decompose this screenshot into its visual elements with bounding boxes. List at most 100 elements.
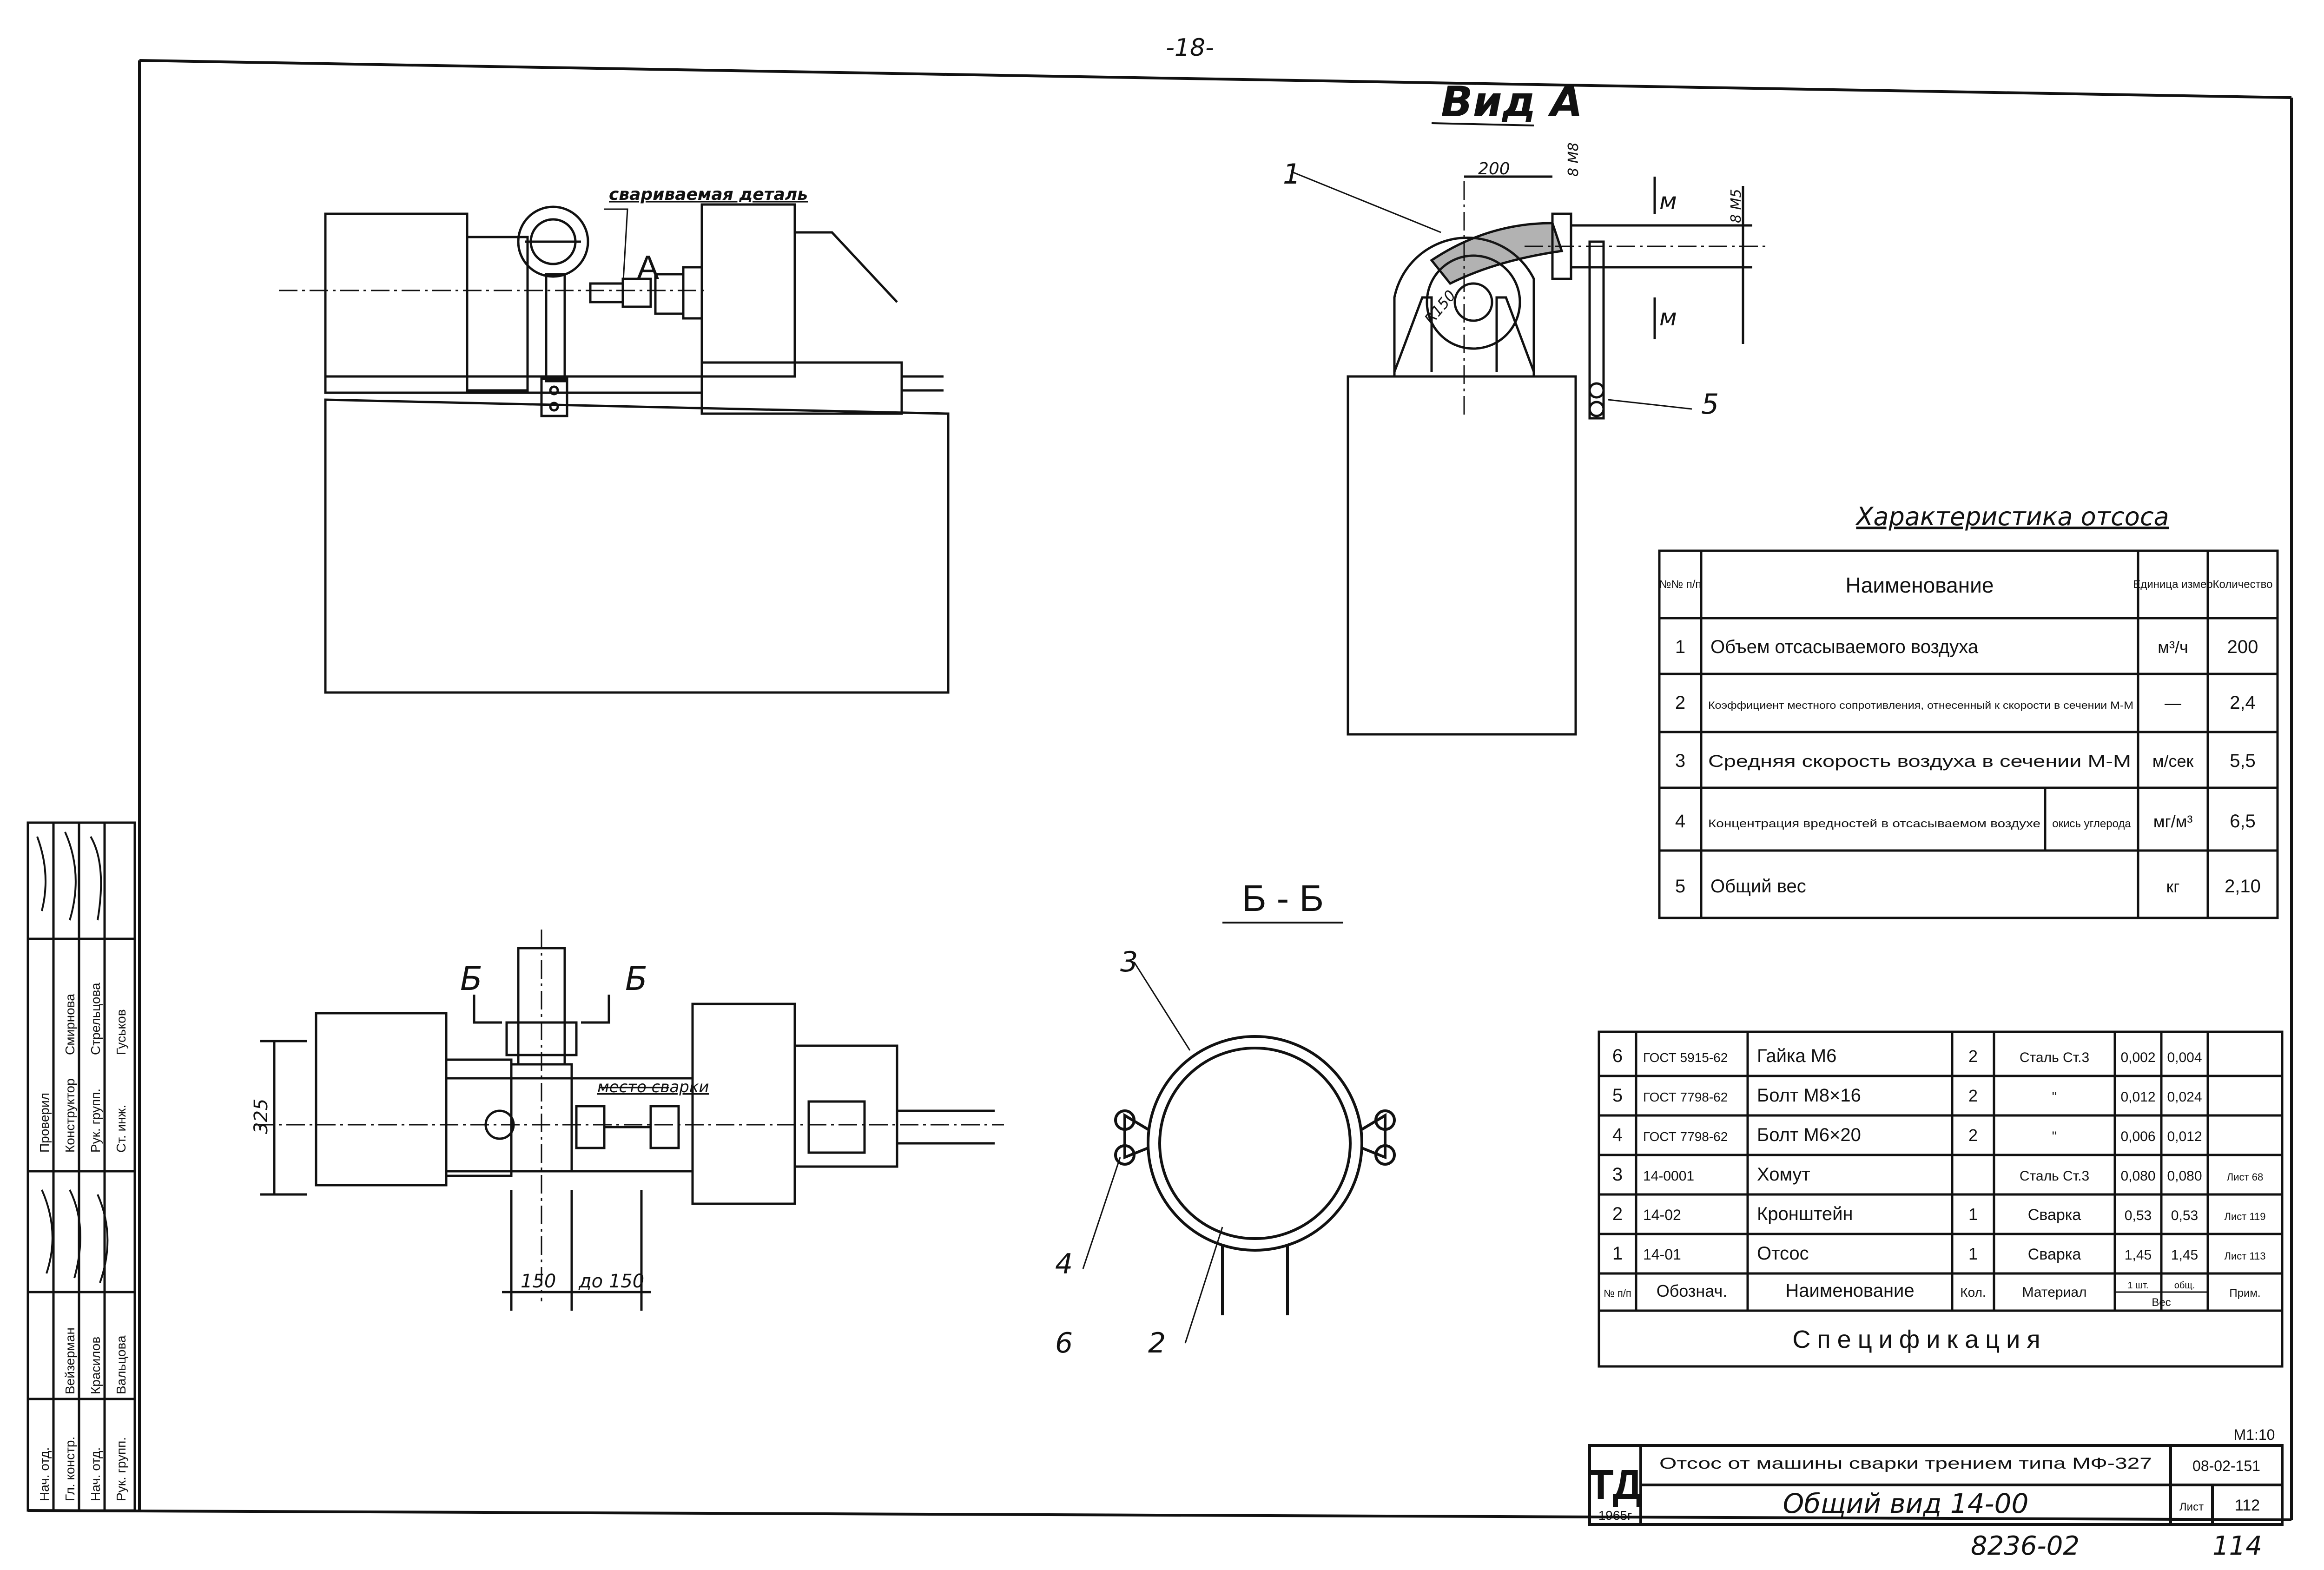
view-a-dim-200: 200	[1478, 159, 1510, 178]
char-row-unit: кг	[2166, 877, 2180, 896]
spec-row-name: Болт М6×20	[1757, 1125, 1861, 1145]
section-b-callout-4: 4	[1055, 1248, 1073, 1280]
spec-row-w2: 0,012	[2167, 1129, 2202, 1144]
spec-row-material: Сварка	[2028, 1206, 2081, 1224]
char-row-num: 4	[1675, 811, 1685, 831]
spec-row-designation: 14-0001	[1643, 1168, 1694, 1184]
spec-row-designation: ГОСТ 7798-62	[1643, 1129, 1728, 1144]
title-description: Отсос от машины сварки трением типа МФ-3…	[1659, 1455, 2152, 1472]
title-sheet-no: 112	[2235, 1497, 2260, 1514]
spec-row-material: "	[2052, 1129, 2057, 1144]
label-weld-detail: свариваемая деталь	[609, 185, 808, 204]
spec-row-name: Кронштейн	[1757, 1204, 1853, 1224]
spec-row-material: "	[2052, 1089, 2057, 1105]
spec-row-w1: 0,53	[2125, 1208, 2152, 1223]
specification-table	[1598, 1030, 2284, 1368]
char-row-name: Объем отсасываемого воздуха	[1710, 637, 1979, 657]
spec-header-pos: № п/п	[1604, 1287, 1631, 1299]
spec-row-w1: 0,002	[2120, 1050, 2155, 1065]
title-logo: ТД	[1588, 1462, 1643, 1508]
section-b-title: Б - Б	[1242, 877, 1324, 919]
plan-cut-b-right: Б	[625, 960, 647, 998]
spec-header-weight-total: общ.	[2174, 1280, 2195, 1291]
spec-header-weight: Вес	[2152, 1296, 2171, 1309]
char-row-num: 5	[1675, 876, 1685, 897]
spec-header-weight-unit: 1 шт.	[2127, 1280, 2148, 1291]
spec-row-designation: 14-01	[1643, 1246, 1681, 1263]
stamp-name-5: Красилов	[88, 1337, 103, 1394]
page-number: -18-	[1166, 34, 1214, 62]
label-view-a-arrow: А	[637, 249, 659, 286]
spec-row-w1: 1,45	[2125, 1247, 2152, 1263]
spec-row-material: Сталь Ст.3	[2020, 1050, 2089, 1065]
char-row-unit: м/сек	[2152, 752, 2194, 771]
char-row-unit: —	[2165, 693, 2181, 712]
spec-row-qty: 2	[1968, 1126, 1978, 1145]
char-header-name: Наименование	[1846, 573, 1994, 597]
title-scale: М1:10	[2234, 1426, 2275, 1443]
char-row-sub: окись углерода	[2052, 818, 2131, 830]
stamp-name-4: Вейзерман	[63, 1327, 77, 1394]
plan-cut-b-left: Б	[460, 960, 482, 998]
char-row-num: 3	[1675, 751, 1685, 771]
spec-row-pos: 6	[1612, 1046, 1623, 1066]
spec-row-qty: 1	[1968, 1205, 1978, 1224]
view-a-section-m-bottom: м	[1659, 304, 1677, 331]
title-code: 08-02-151	[2192, 1458, 2260, 1474]
spec-row-name: Отсос	[1757, 1243, 1809, 1264]
stamp-role-6: Гл. констр.	[63, 1437, 77, 1501]
spec-header-qty: Кол.	[1960, 1285, 1986, 1300]
char-row-name: Общий вес	[1710, 876, 1806, 897]
spec-row-pos: 4	[1612, 1125, 1623, 1145]
specification-title: Спецификация	[1792, 1326, 2047, 1353]
spec-header-name: Наименование	[1785, 1280, 1914, 1301]
title-drawing-name: Общий вид 14-00	[1783, 1488, 2029, 1519]
spec-header-material: Материал	[2022, 1285, 2086, 1300]
plan-dim-150-left: 150	[521, 1271, 556, 1292]
spec-row-pos: 2	[1612, 1204, 1623, 1224]
characteristics-table	[1658, 549, 2279, 919]
spec-row-pos: 3	[1612, 1164, 1623, 1185]
view-a-dim-m8: 8 M8	[1565, 142, 1582, 177]
char-row-value: 200	[2227, 637, 2258, 657]
view-a-section-m-top: м	[1659, 188, 1677, 215]
side-stamp	[26, 821, 136, 1512]
spec-row-note: Лист 113	[2225, 1250, 2266, 1262]
spec-row-designation: ГОСТ 5915-62	[1643, 1050, 1728, 1065]
char-header-num: №№ п/п	[1659, 578, 1702, 591]
char-row-value: 2,10	[2225, 876, 2261, 897]
char-row-num: 1	[1675, 637, 1685, 657]
spec-row-note: Лист 68	[2227, 1171, 2263, 1183]
view-a-dim-m5: 8 M5	[1728, 189, 1744, 223]
spec-row-material: Сварка	[2028, 1246, 2081, 1263]
plan-label-weld-place: место сварки	[597, 1078, 709, 1096]
view-a-drawing	[1292, 171, 1766, 736]
view-a-title: Вид А	[1441, 78, 1583, 126]
spec-header-note: Прим.	[2229, 1287, 2260, 1300]
char-row-num: 2	[1675, 693, 1685, 713]
spec-row-w2: 1,45	[2171, 1247, 2198, 1263]
spec-row-w2: 0,080	[2167, 1168, 2202, 1184]
section-b-drawing	[1082, 962, 1396, 1344]
char-row-value: 2,4	[2230, 693, 2256, 713]
spec-row-qty: 2	[1968, 1047, 1978, 1066]
view-a-callout-1: 1	[1283, 158, 1301, 191]
title-block	[1588, 1444, 2284, 1526]
title-sheet-label: Лист	[2179, 1501, 2204, 1513]
view-a-title-underline	[1431, 122, 1534, 126]
char-row-name: Средняя скорость воздуха в сечении М-М	[1708, 752, 2131, 771]
section-b-callout-2: 2	[1148, 1327, 1166, 1359]
spec-row-name: Хомут	[1757, 1164, 1810, 1185]
spec-row-w1: 0,006	[2120, 1129, 2155, 1144]
char-header-qty: Количество	[2213, 578, 2273, 591]
spec-row-qty: 2	[1968, 1086, 1978, 1105]
plan-dim-150-right: до 150	[578, 1271, 644, 1292]
spec-row-name: Болт М8×16	[1757, 1085, 1861, 1106]
stamp-role-7: Нач. отд.	[88, 1447, 103, 1501]
stamp-name-6: Вальцова	[114, 1335, 128, 1394]
doc-number: 8236-02	[1971, 1531, 2080, 1561]
char-header-unit: Единица измер	[2133, 578, 2212, 591]
characteristics-title: Характеристика отсоса	[1855, 502, 2169, 531]
spec-row-qty: 1	[1968, 1244, 1978, 1263]
